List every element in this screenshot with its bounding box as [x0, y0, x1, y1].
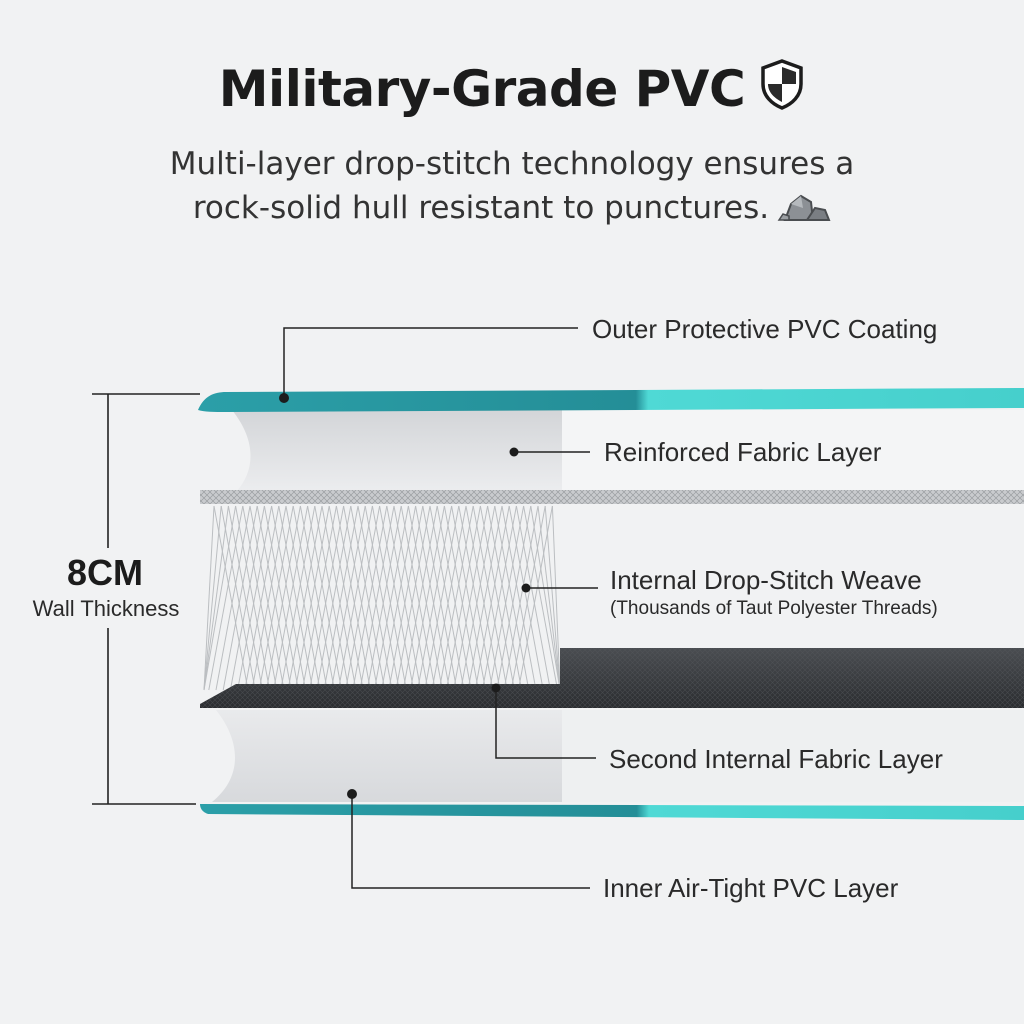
- leader-second-fabric: [495, 688, 596, 759]
- inner-pvc-bar: [200, 804, 1024, 820]
- upper-light-panel: [562, 410, 1024, 492]
- dot-drop-stitch: [521, 583, 531, 593]
- subtitle-line-1: Multi-layer drop-stitch technology ensur…: [169, 146, 855, 182]
- lower-cavity: [212, 710, 562, 802]
- outer-pvc-bar: [198, 388, 1024, 412]
- leader-lines: [283, 327, 598, 889]
- label-drop-stitch: Internal Drop-Stitch Weave: [610, 565, 922, 595]
- label-outer-coating: Outer Protective PVC Coating: [592, 314, 938, 344]
- leader-dots: [279, 393, 531, 799]
- rock-icon: [777, 190, 831, 236]
- second-fabric-mesh: [200, 648, 1024, 708]
- shield-icon: [759, 58, 805, 122]
- label-second-fabric: Second Internal Fabric Layer: [609, 744, 943, 774]
- subtitle: Multi-layer drop-stitch technology ensur…: [0, 142, 1024, 236]
- dot-second-fabric: [491, 683, 501, 693]
- leader-inner: [351, 794, 590, 889]
- label-inner-layer: Inner Air-Tight PVC Layer: [603, 873, 899, 903]
- drop-stitch-threads: [203, 505, 561, 691]
- thickness-label: Wall Thickness: [32, 596, 180, 621]
- label-reinforced-fabric: Reinforced Fabric Layer: [604, 437, 882, 467]
- title-text: Military-Grade PVC: [218, 60, 746, 118]
- dot-reinforced: [509, 447, 519, 457]
- dot-inner: [347, 789, 357, 799]
- leader-outer: [283, 327, 578, 398]
- reinforced-fabric-mesh: [200, 490, 1024, 504]
- thickness-bracket: [92, 393, 200, 805]
- label-drop-stitch-note: (Thousands of Taut Polyester Threads): [610, 598, 938, 619]
- subtitle-line-2-wrap: rock-solid hull resistant to punctures.: [0, 186, 1024, 236]
- subtitle-line-2: rock-solid hull resistant to punctures.: [192, 190, 770, 226]
- dot-outer: [279, 393, 289, 403]
- lower-light-panel: [562, 710, 1024, 802]
- page-title: Military-Grade PVC: [0, 58, 1024, 122]
- thickness-value: 8CM: [66, 552, 143, 593]
- upper-cavity: [232, 410, 562, 492]
